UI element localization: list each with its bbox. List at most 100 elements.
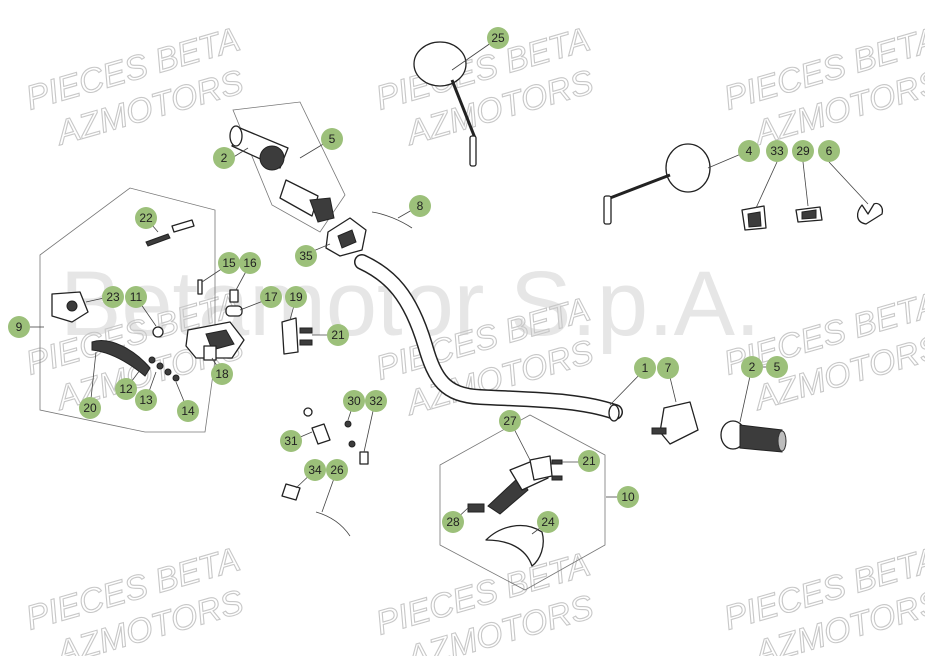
svg-text:34: 34 [308,463,322,477]
svg-text:1: 1 [642,361,649,375]
callout-13: 13 [135,389,157,411]
part-23 [51,291,89,323]
callout-12: 12 [115,378,137,400]
part-11 [152,326,164,338]
watermark-bottom-center: PIECES BETA AZMOTORS [371,545,598,656]
svg-text:13: 13 [139,393,153,407]
svg-text:12: 12 [119,382,133,396]
part-17 [225,305,243,317]
callout-10: 10 [617,486,639,508]
callout-5-right: 5 [766,356,788,378]
svg-text:32: 32 [369,394,383,408]
guard-24 [485,524,544,567]
switch-35 [325,217,367,257]
callout-11: 11 [125,286,147,308]
callout-28: 28 [442,511,464,533]
callout-26: 26 [326,459,348,481]
svg-text:31: 31 [284,434,298,448]
callout-5: 5 [321,128,343,150]
callout-33: 33 [766,140,788,162]
part-34 [281,483,301,501]
svg-text:11: 11 [130,290,143,304]
callout-17: 17 [260,286,282,308]
switch-7 [651,401,699,445]
clutch-lever [91,340,151,377]
throttle-housing [279,179,335,223]
callout-30: 30 [343,390,365,412]
svg-text:4: 4 [746,144,753,158]
callout-21-right: 21 [578,450,600,472]
cable-26 [315,511,351,537]
callout-21-left: 21 [327,324,349,346]
callout-32: 32 [365,390,387,412]
part-27-bracket [529,455,553,481]
callout-16: 16 [239,252,261,274]
mirror-left [413,41,477,167]
parts-30-31-32 [303,407,369,465]
svg-text:6: 6 [826,144,833,158]
svg-text:2: 2 [221,151,228,165]
grip-right [720,420,787,453]
svg-text:17: 17 [264,290,278,304]
svg-text:5: 5 [329,132,336,146]
svg-text:25: 25 [491,31,505,45]
callout-7: 7 [657,357,679,379]
callout-9: 9 [8,316,30,338]
callout-24: 24 [537,511,559,533]
mirror-right [603,143,711,225]
screws-21-right [551,459,563,481]
part-16 [229,289,239,303]
svg-text:33: 33 [770,144,784,158]
callout-15: 15 [218,252,240,274]
callout-31: 31 [280,430,302,452]
callout-23: 23 [102,286,124,308]
watermark-bottom-left: PIECES BETA AZMOTORS [21,540,248,656]
svg-text:24: 24 [541,515,555,529]
svg-text:21: 21 [582,454,596,468]
watermark-top-left: PIECES BETA AZMOTORS [21,20,248,154]
screws-21-left [299,327,313,346]
part-28 [467,503,485,513]
svg-text:23: 23 [106,290,120,304]
part-18 [203,345,217,361]
svg-text:28: 28 [446,515,460,529]
watermark-bottom-right: PIECES BETA AZMOTORS [719,540,925,656]
svg-text:18: 18 [215,367,229,381]
callout-25: 25 [487,27,509,49]
clip-29 [795,206,823,223]
svg-text:29: 29 [796,144,810,158]
callout-20: 20 [79,397,101,419]
callout-14: 14 [177,400,199,422]
callout-18: 18 [211,363,233,385]
svg-text:22: 22 [139,211,153,225]
callout-2: 2 [213,147,235,169]
callout-4: 4 [738,140,760,162]
svg-text:5: 5 [774,360,781,374]
callout-8: 8 [409,195,431,217]
handlebar [354,254,623,422]
svg-text:20: 20 [83,401,97,415]
callout-2-right: 2 [741,356,763,378]
svg-text:14: 14 [181,404,195,418]
parts-12-13-14 [148,356,180,382]
callout-29: 29 [792,140,814,162]
callout-1: 1 [634,357,656,379]
watermark-top-right: PIECES BETA AZMOTORS [719,20,925,154]
group-outline-10 [439,414,606,591]
svg-text:27: 27 [503,414,517,428]
callout-27: 27 [499,410,521,432]
callout-22: 22 [135,207,157,229]
hook-6 [856,202,884,225]
svg-text:10: 10 [621,490,635,504]
svg-text:7: 7 [665,361,672,375]
part-19 [281,317,299,355]
svg-text:2: 2 [749,360,756,374]
part-15 [197,279,203,295]
svg-text:35: 35 [299,249,313,263]
cable-8 [371,211,413,229]
svg-text:30: 30 [347,394,361,408]
callout-35: 35 [295,245,317,267]
callout-34: 34 [304,459,326,481]
svg-text:8: 8 [417,199,424,213]
